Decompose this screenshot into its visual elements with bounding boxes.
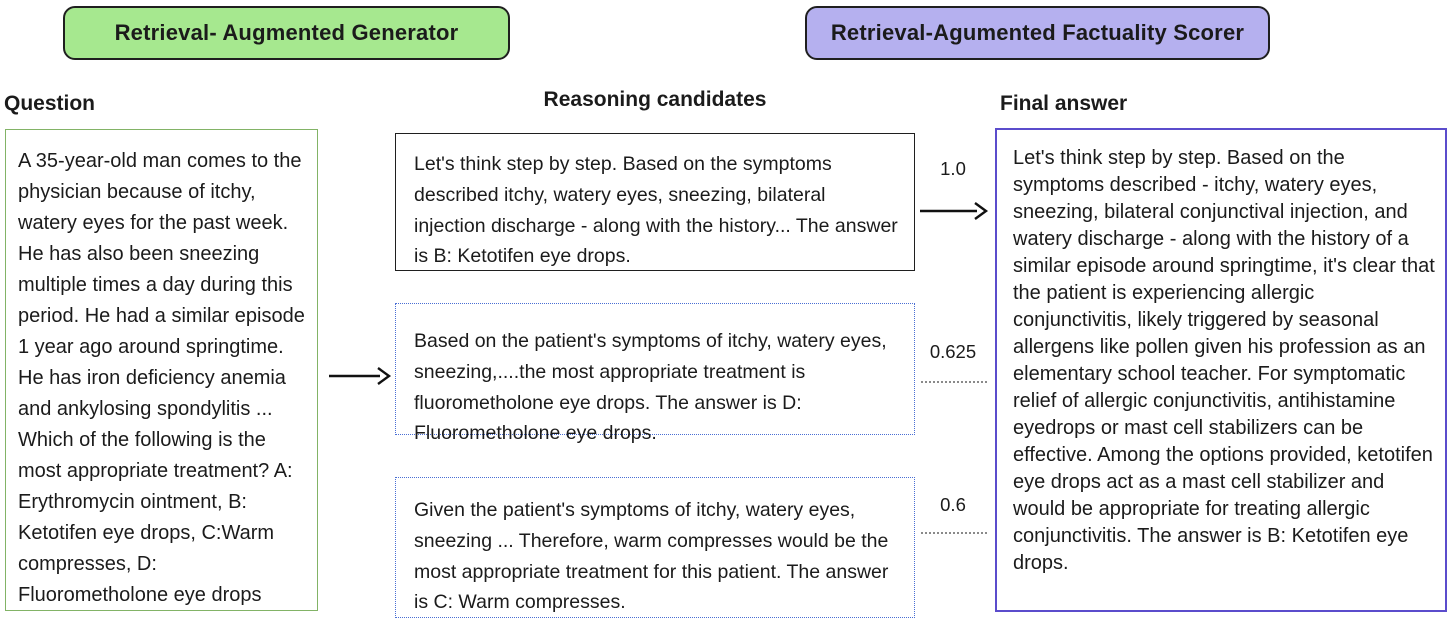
question-title: Question [4,92,96,115]
candidate-text-1: Let's think step by step. Based on the s… [414,153,904,268]
score-label-2: 0.625 [929,341,977,362]
candidates-title: Reasoning candidates [543,88,767,111]
question-text: A 35-year-old man comes to the physician… [18,150,311,606]
score-dotted-line-2 [921,381,987,383]
scorer-pill: Retrieval-Agumented Factuality Scorer [805,6,1270,60]
generator-pill: Retrieval- Augmented Generator [63,6,510,60]
score-label-3: 0.6 [940,494,966,515]
score-dotted-line-3 [921,532,987,534]
candidate-text-3: Given the patient's symptoms of itchy, w… [414,499,894,614]
candidate-box-1: Let's think step by step. Based on the s… [395,133,915,271]
candidate-to-final-arrow [920,202,989,220]
generator-pill-label: Retrieval- Augmented Generator [114,20,459,45]
final-answer-text: Let's think step by step. Based on the s… [1013,147,1441,574]
final-answer-box: Let's think step by step. Based on the s… [995,128,1447,612]
candidate-text-2: Based on the patient's symptoms of itchy… [414,330,893,445]
score-label-1: 1.0 [940,158,966,179]
scorer-pill-label: Retrieval-Agumented Factuality Scorer [830,20,1245,45]
question-box: A 35-year-old man comes to the physician… [5,129,318,611]
candidate-box-3: Given the patient's symptoms of itchy, w… [395,477,915,618]
question-to-candidates-arrow [329,367,392,385]
final-answer-title: Final answer [1000,92,1128,115]
candidate-box-2: Based on the patient's symptoms of itchy… [395,303,915,444]
